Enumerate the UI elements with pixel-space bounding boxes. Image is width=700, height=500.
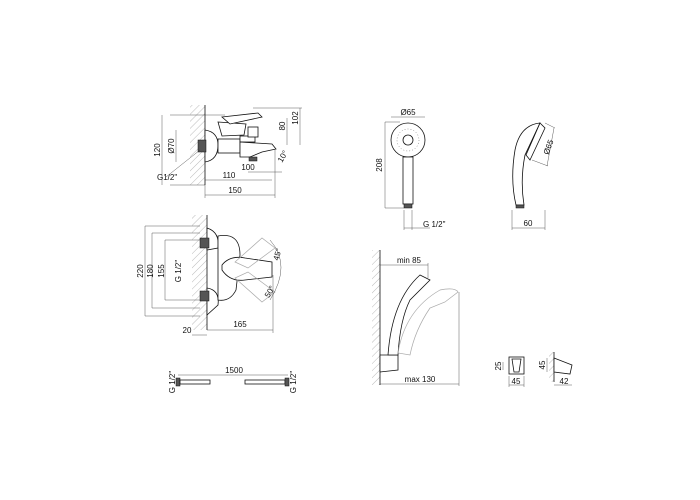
dim-20: 20 [183, 326, 192, 335]
dim-102: 102 [291, 111, 300, 125]
hose-length: 1500 [225, 366, 243, 375]
shower-mounted-view: min 85 max 130 [372, 250, 460, 386]
wall-hatch [190, 105, 205, 185]
dim-180: 180 [146, 264, 155, 278]
shower-face [390, 122, 426, 158]
dim-120: 120 [153, 143, 162, 157]
holder-side-width: 42 [560, 377, 569, 386]
wall-hatch [192, 215, 207, 330]
shower-handle [387, 274, 431, 356]
thread-label: G 1/2" [174, 260, 183, 283]
shower-head-front: Ø65 208 G 1/2" [375, 108, 446, 230]
dim-80: 80 [278, 121, 287, 130]
dim-150: 150 [228, 186, 242, 195]
dim-110: 110 [223, 171, 236, 180]
lever-center [221, 256, 273, 281]
shower-thread: G 1/2" [423, 220, 446, 229]
holder-side-body [553, 357, 573, 375]
holder-width: 45 [512, 377, 521, 386]
side-depth: 60 [524, 219, 533, 228]
min-distance: min 85 [397, 256, 422, 265]
dim-220: 220 [136, 264, 145, 278]
dim-155: 155 [157, 264, 166, 278]
shower-side-body [512, 122, 541, 206]
faucet-side-view: 120 Ø70 80 102 100 110 150 G1/2" 10° [153, 105, 302, 198]
hose-drawing: 1500 G 1/2" G 1/2" [168, 366, 298, 393]
holder-front: 25 45 [494, 356, 525, 387]
thread-label: G1/2" [157, 173, 177, 182]
shower-diameter: Ø65 [400, 108, 416, 117]
shower-height: 208 [375, 158, 384, 172]
faucet-spout [239, 141, 277, 158]
holder-body [508, 356, 525, 375]
holder-side: 45 42 [538, 352, 573, 386]
hose-thread-left: G 1/2" [168, 371, 177, 394]
angle-label: 10° [276, 149, 290, 164]
shower-head-side: Ø65 60 [511, 122, 556, 230]
angle-45: 45° [272, 247, 284, 261]
dim-d70: Ø70 [167, 138, 176, 154]
angle-50: 50° [263, 284, 277, 299]
wall-hatch [372, 250, 380, 385]
wall-flange [204, 129, 219, 163]
shower-handle-alt [397, 288, 459, 356]
hose-thread-right: G 1/2" [289, 371, 298, 394]
hose-segment [179, 379, 211, 385]
dim-100: 100 [241, 163, 255, 172]
dim-165: 165 [233, 320, 247, 329]
faucet-top-view: 220 180 155 G 1/2" 45° 50° 165 20 [136, 215, 284, 336]
holder-side-height: 45 [538, 360, 547, 369]
side-diameter: Ø65 [542, 138, 556, 156]
max-distance: max 130 [405, 375, 436, 384]
faucet-lever [217, 121, 247, 137]
holder-height: 25 [494, 361, 503, 370]
hose-segment [244, 379, 286, 385]
